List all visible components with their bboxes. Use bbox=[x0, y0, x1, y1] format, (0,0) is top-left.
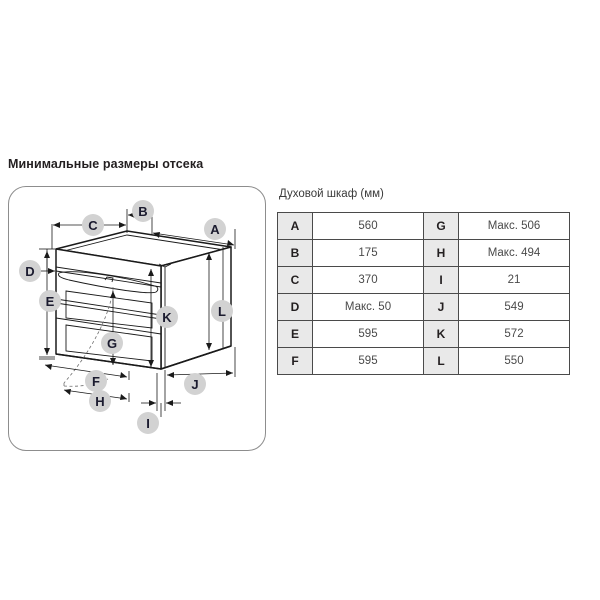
label-bubble-background bbox=[156, 306, 178, 328]
label-bubble-background bbox=[204, 218, 226, 240]
table-cell-key-left: E bbox=[277, 320, 313, 348]
table-cell-value-left: 595 bbox=[312, 320, 424, 348]
dimension-label-f: F bbox=[85, 370, 107, 392]
label-bubble-background bbox=[211, 300, 233, 322]
table-cell-key-left: B bbox=[277, 239, 313, 267]
table-cell-value-right: 572 bbox=[458, 320, 570, 348]
label-bubble-text: E bbox=[46, 294, 55, 309]
label-bubble-background bbox=[101, 332, 123, 354]
label-bubble-text: B bbox=[138, 204, 147, 219]
label-bubble-text: A bbox=[210, 222, 220, 237]
table-cell-key-right: H bbox=[423, 239, 459, 267]
label-bubble-background bbox=[89, 390, 111, 412]
dimension-label-d: D bbox=[19, 260, 41, 282]
dimension-label-j: J bbox=[184, 373, 206, 395]
dimension-label-bubbles: A B C DE F G H I J K L bbox=[19, 200, 233, 434]
table-cell-value-left: 175 bbox=[312, 239, 424, 267]
dimension-label-l: L bbox=[211, 300, 233, 322]
table-cell-value-right: Макс. 506 bbox=[458, 212, 570, 240]
label-bubble-text: K bbox=[162, 310, 172, 325]
table-cell-key-right: I bbox=[423, 266, 459, 294]
table-cell-key-right: K bbox=[423, 320, 459, 348]
table-title: Духовой шкаф (мм) bbox=[279, 188, 384, 200]
table-cell-key-right: L bbox=[423, 347, 459, 375]
table-cell-key-left: F bbox=[277, 347, 313, 375]
label-bubble-text: J bbox=[191, 377, 198, 392]
label-bubble-text: G bbox=[107, 336, 117, 351]
dimension-label-c: C bbox=[82, 214, 104, 236]
dimension-label-k: K bbox=[156, 306, 178, 328]
oven-body bbox=[55, 230, 232, 370]
table-cell-key-left: A bbox=[277, 212, 313, 240]
label-bubble-text: H bbox=[95, 394, 104, 409]
table-cell-value-right: Макс. 494 bbox=[458, 239, 570, 267]
label-bubble-text: L bbox=[218, 304, 226, 319]
table-cell-value-right: 550 bbox=[458, 347, 570, 375]
label-bubble-background bbox=[85, 370, 107, 392]
table-cell-key-right: J bbox=[423, 293, 459, 321]
oven-dimension-diagram: A B C DE F G H I J K L bbox=[19, 200, 236, 434]
page-title: Минимальные размеры отсека bbox=[8, 157, 204, 171]
label-bubble-text: I bbox=[146, 416, 150, 431]
label-bubble-background bbox=[82, 214, 104, 236]
table-cell-value-left: Макс. 50 bbox=[312, 293, 424, 321]
label-bubble-text: C bbox=[88, 218, 98, 233]
dimension-label-g: G bbox=[101, 332, 123, 354]
table-cell-value-left: 560 bbox=[312, 212, 424, 240]
label-bubble-background bbox=[184, 373, 206, 395]
table-cell-key-right: G bbox=[423, 212, 459, 240]
label-bubble-text: D bbox=[25, 264, 34, 279]
dimension-label-a: A bbox=[204, 218, 226, 240]
table-cell-value-left: 595 bbox=[312, 347, 424, 375]
dimension-label-i: I bbox=[137, 412, 159, 434]
label-bubble-background bbox=[132, 200, 154, 222]
table-cell-value-left: 370 bbox=[312, 266, 424, 294]
table-cell-value-right: 549 bbox=[458, 293, 570, 321]
label-bubble-text: F bbox=[92, 374, 100, 389]
label-bubble-background bbox=[19, 260, 41, 282]
table-cell-key-left: C bbox=[277, 266, 313, 294]
table-cell-key-left: D bbox=[277, 293, 313, 321]
dimension-label-b: B bbox=[132, 200, 154, 222]
label-bubble-background bbox=[137, 412, 159, 434]
table-cell-value-right: 21 bbox=[458, 266, 570, 294]
dimension-label-e: E bbox=[39, 290, 61, 312]
label-bubble-background bbox=[39, 290, 61, 312]
dimension-label-h: H bbox=[89, 390, 111, 412]
